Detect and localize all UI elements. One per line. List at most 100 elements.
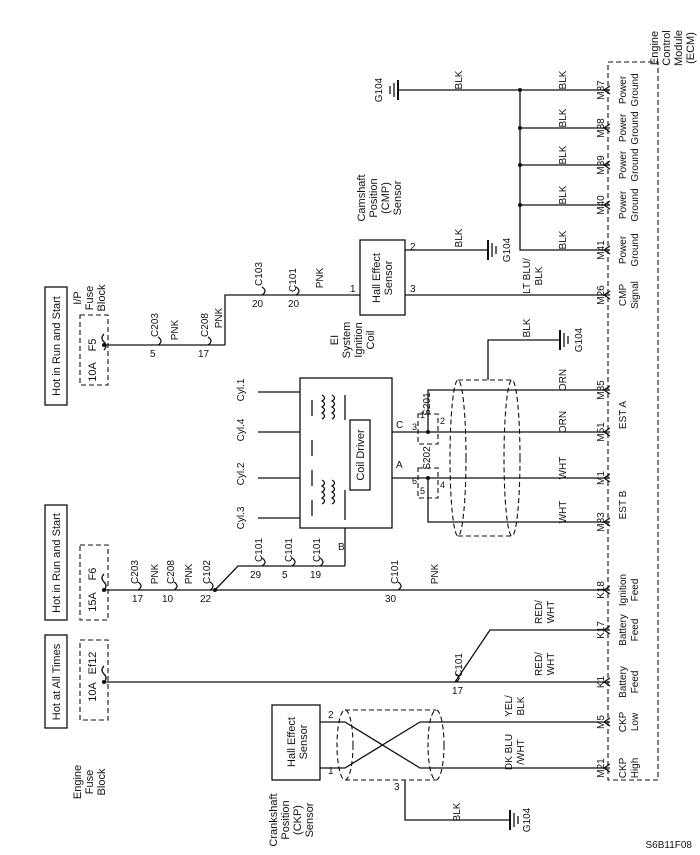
- cyl-1: Cyl.1: [236, 378, 247, 401]
- c101-29: C101: [254, 538, 265, 562]
- coil-pin-a: A: [396, 460, 403, 471]
- c101-20-pin: 20: [288, 299, 300, 310]
- ecm-pin-m5: M5 CKPLow: [596, 711, 641, 732]
- cyl-4: Cyl.4: [236, 418, 247, 441]
- k18-wire: PNK: [430, 563, 441, 584]
- cyl-3: Cyl.3: [236, 506, 247, 529]
- m33-wire: WHT: [558, 501, 569, 524]
- f5-c208-pin: 17: [198, 349, 210, 360]
- ecm-pin-m39-label: PowerGround: [618, 148, 641, 181]
- ignition-coil: EISystemIgnitionCoil Coil Driver A C: [299, 322, 403, 529]
- coil-driver: Coil Driver: [355, 429, 367, 481]
- shield-ground-wire: BLK: [522, 318, 533, 337]
- ecm-ground-wire: BLK: [454, 70, 465, 89]
- ckp-ground: G104: [522, 807, 533, 832]
- coil-name: EISystemIgnitionCoil: [329, 322, 377, 359]
- c101-20: C101: [288, 268, 299, 292]
- cmp-pin-3: 3: [410, 284, 416, 295]
- ground-symbol-cmp: [487, 240, 497, 260]
- fuse-ef12-label: Ef12: [87, 652, 99, 675]
- ecm-pin-m38-id: M38: [596, 118, 607, 138]
- m38-wire: BLK: [558, 108, 569, 127]
- ecm-pin-m5-id: M5: [596, 715, 607, 729]
- cyl-2: Cyl.2: [236, 462, 247, 485]
- ecm-pin-k18-id: K18: [596, 581, 607, 599]
- ecm-pin-m41-label: PowerGround: [618, 233, 641, 266]
- cmp-pin-2: 2: [410, 242, 416, 253]
- cmp-signal-wire: LT BLU/BLK: [522, 258, 545, 294]
- m39-wire: BLK: [558, 145, 569, 164]
- f6-c203: C203: [130, 560, 141, 584]
- shield-ground: G104: [574, 327, 585, 352]
- c101-30: C101: [390, 560, 401, 584]
- c101-5: C101: [284, 538, 295, 562]
- fuse-f6-rating: 15A: [87, 592, 99, 612]
- ecm-pin-m26: M26 CMPSignal: [596, 281, 641, 309]
- ecm-pin-m37-label: PowerGround: [618, 73, 641, 106]
- fuse-ef12: Hot at All Times EngineFuseBlock 10A Ef1…: [44, 634, 109, 799]
- ckp-pin-3: 3: [394, 782, 400, 793]
- ecm-pin-m33-label: EST B: [618, 490, 629, 519]
- fuse-f6: Hot in Run and Start 15A F6: [44, 504, 109, 621]
- s202-pin-5: 5: [420, 486, 425, 496]
- ecm-pin-m37-id: M37: [596, 80, 607, 100]
- m1-wire: WHT: [558, 457, 569, 480]
- coil-pin-c: C: [396, 420, 403, 431]
- ecm-pin-m51-label: EST A: [618, 401, 629, 429]
- f6-c203-pin: 17: [132, 594, 144, 605]
- f6-c102-pin: 22: [200, 594, 212, 605]
- fuse-f5-heading: Hot in Run and Start: [51, 296, 63, 396]
- ecm-pin-m37: M37 PowerGround: [596, 73, 641, 106]
- fuse-f5-rating: 10A: [87, 362, 99, 382]
- ecm-pin-m39: M39 PowerGround: [596, 148, 641, 181]
- f6-wire-1: PNK: [150, 563, 161, 584]
- f5-c203-pin: 5: [150, 349, 156, 360]
- cmp-ground-wire: BLK: [454, 228, 465, 247]
- ecm-pin-m33-id: M33: [596, 512, 607, 532]
- ecm-box: [607, 61, 659, 781]
- ckp-ground-wire: BLK: [452, 802, 463, 821]
- s201: S201: [422, 392, 433, 416]
- ecm-pin-m40: M40 PowerGround: [596, 188, 641, 221]
- ecm-pin-m35-id: M35: [596, 380, 607, 400]
- m40-wire: BLK: [558, 185, 569, 204]
- c103-20-pin: 20: [252, 299, 264, 310]
- fuse-f5-block: I/PFuseBlock: [72, 284, 108, 311]
- ckp-inner: Hall EffectSensor: [286, 717, 310, 767]
- f5-c208: C208: [200, 313, 211, 337]
- k1-c101-pin: 17: [452, 686, 464, 697]
- fuse-f6-label: F6: [87, 568, 99, 581]
- ecm-pin-k18: K18 IgnitionFeed: [596, 574, 641, 606]
- cmp-name: CamshaftPosition(CMP)Sensor: [356, 174, 404, 221]
- ecm-pin-m26-label: CMPSignal: [618, 281, 641, 309]
- f6-c208-pin: 10: [162, 594, 174, 605]
- ecm-pin-m51: M51 EST A: [596, 401, 629, 442]
- ecm-pin-m41-id: M41: [596, 240, 607, 260]
- ecm-pin-m1: M1: [596, 471, 607, 485]
- figure-code: S6B11F08: [645, 840, 692, 851]
- fuse-ef12-rating: 10A: [87, 682, 99, 702]
- fuse-f5-label: F5: [87, 339, 99, 352]
- c101-5-pin: 5: [282, 570, 288, 581]
- ecm-pin-m26-id: M26: [596, 285, 607, 305]
- ground-symbol-shield: [559, 330, 569, 350]
- fuse-ef12-block: EngineFuseBlock: [72, 765, 108, 799]
- c101-19-pin: 19: [310, 570, 322, 581]
- ecm-pin-k1: K1 BatteryFeed: [596, 666, 641, 698]
- cmp-pin-1: 1: [350, 284, 356, 295]
- ground-symbol-ckp: [509, 810, 519, 830]
- f5-wire-2: PNK: [214, 307, 225, 328]
- f6-wire-2: PNK: [184, 563, 195, 584]
- cmp-ground: G104: [502, 237, 513, 262]
- c101-19: C101: [312, 538, 323, 562]
- fuse-ef12-heading: Hot at All Times: [51, 643, 63, 720]
- ecm-pin-m41: M41 PowerGround: [596, 233, 641, 266]
- ecm-pin-m21-label: CKPHigh: [618, 757, 641, 778]
- ecm-pin-k1-id: K1: [596, 675, 607, 688]
- ecm-ground: G104: [374, 77, 385, 102]
- ecm-pin-k1-label: BatteryFeed: [618, 666, 641, 698]
- ecm-pin-m40-label: PowerGround: [618, 188, 641, 221]
- s202-pin-4: 4: [440, 480, 445, 490]
